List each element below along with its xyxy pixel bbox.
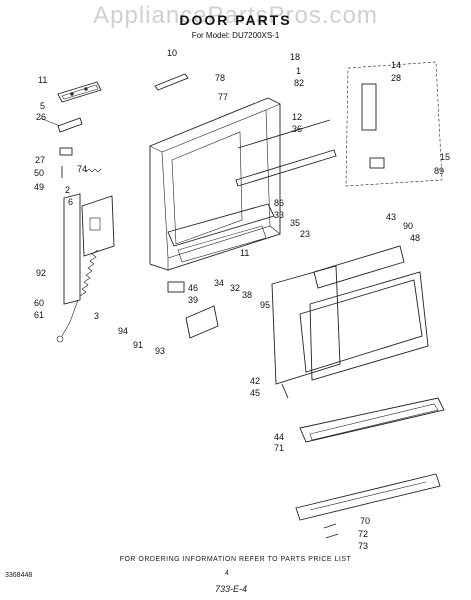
callout-15: 15 (440, 152, 451, 162)
callout-49: 49 (34, 182, 45, 192)
callout-3: 3 (94, 311, 100, 321)
callout-82: 82 (294, 78, 305, 88)
part-screw-73 (325, 533, 339, 539)
callout-71: 71 (274, 443, 285, 453)
callout-28: 28 (391, 73, 402, 83)
page-title: DOOR PARTS (179, 12, 292, 28)
callout-36: 36 (292, 124, 303, 134)
callout-11-top: 11 (38, 75, 48, 85)
callout-90: 90 (403, 221, 414, 231)
callout-43: 43 (386, 212, 397, 222)
part-inner-door-frame (149, 97, 281, 271)
callout-44: 44 (274, 432, 285, 442)
callout-95: 95 (260, 300, 271, 310)
callout-92: 92 (36, 268, 47, 278)
part-kick-panel (295, 473, 441, 521)
part-channel (235, 149, 337, 187)
callout-70: 70 (360, 516, 371, 526)
callout-61: 61 (34, 310, 45, 320)
part-rod (237, 119, 331, 149)
part-door-spring (79, 249, 99, 297)
callout-38: 38 (242, 290, 253, 300)
callout-78: 78 (215, 73, 226, 83)
part-outer-panel-liner (271, 265, 341, 385)
callout-94: 94 (118, 326, 129, 336)
watermark: AppliancePartsPros.com (93, 2, 378, 29)
part-link (61, 299, 79, 337)
model-label: For Model: DU7200XS-1 (191, 31, 280, 40)
callout-11-lower: 11 (240, 248, 250, 258)
drawing-number: 3368448 (5, 572, 33, 579)
part-spring-small (85, 168, 102, 173)
part-hinge-arm (361, 83, 377, 131)
callout-6: 6 (68, 197, 74, 207)
callout-50: 50 (34, 168, 45, 178)
callout-91: 91 (133, 340, 144, 350)
part-side-bracket (63, 193, 81, 305)
part-hinge-plate (81, 195, 115, 257)
callout-42: 42 (250, 376, 261, 386)
callout-2: 2 (65, 185, 71, 195)
callout-12: 12 (292, 112, 303, 122)
callout-5: 5 (40, 101, 46, 111)
part-screw-44 (281, 383, 289, 399)
detail-box (345, 61, 443, 187)
callout-1: 1 (296, 66, 302, 76)
callout-33: 33 (274, 210, 285, 220)
part-catch (167, 281, 185, 293)
page-number: 4 (225, 570, 229, 577)
callout-77: 77 (218, 92, 229, 102)
callout-48: 48 (410, 233, 421, 243)
callout-72: 72 (358, 529, 369, 539)
callout-32: 32 (230, 283, 241, 293)
callout-18: 18 (290, 52, 301, 62)
callout-14: 14 (391, 60, 402, 70)
ordering-note: FOR ORDERING INFORMATION REFER TO PARTS … (119, 556, 352, 563)
callout-45: 45 (250, 388, 261, 398)
callout-74: 74 (77, 164, 88, 174)
part-door-panel (313, 245, 405, 289)
callout-35: 35 (290, 218, 301, 228)
callout-27: 27 (35, 155, 46, 165)
callout-46: 46 (188, 283, 199, 293)
callout-93: 93 (155, 346, 166, 356)
callout-39: 39 (188, 295, 199, 305)
callout-89: 89 (434, 166, 445, 176)
part-vent-strip (154, 73, 189, 91)
part-front-panel (299, 279, 423, 373)
part-latch-handle (57, 81, 102, 103)
callout-34: 34 (214, 278, 225, 288)
callout-10: 10 (167, 48, 178, 58)
callout-60: 60 (34, 298, 45, 308)
callout-26: 26 (36, 112, 47, 122)
callout-23: 23 (300, 229, 311, 239)
part-bracket-small (369, 157, 385, 169)
part-screw-72 (323, 523, 337, 529)
part-lower-frame (167, 203, 275, 247)
sequence-code: 733-E-4 (215, 584, 248, 594)
callout-73: 73 (358, 541, 369, 551)
part-front-panel-frame (309, 271, 429, 381)
part-clip (59, 147, 73, 156)
part-console (299, 397, 445, 443)
part-latch-bracket (185, 305, 219, 339)
part-strike-plate (57, 117, 83, 133)
callout-86: 86 (274, 198, 285, 208)
